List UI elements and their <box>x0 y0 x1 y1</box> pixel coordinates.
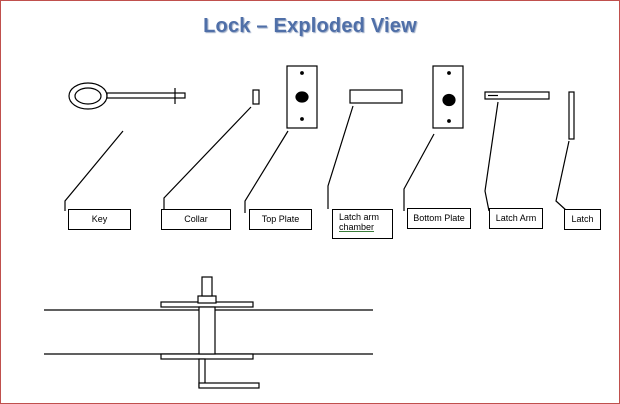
latch-arm-chamber-part <box>349 89 403 104</box>
assembled-key-shaft <box>201 276 213 297</box>
label-collar: Collar <box>161 209 231 230</box>
key-shaft <box>106 92 186 99</box>
leader-key <box>64 130 124 211</box>
key-bow-inner <box>74 87 102 105</box>
page-title: Lock – Exploded View <box>203 15 417 37</box>
label-top-plate: Top Plate <box>249 209 312 230</box>
key-part <box>68 82 186 110</box>
bottom-plate-screw-bottom <box>447 119 451 123</box>
assembled-latch-arm <box>198 382 260 389</box>
assembled-bottom-plate <box>160 353 254 360</box>
assembled-lock-view <box>44 276 373 389</box>
leader-bottom-plate <box>403 133 435 211</box>
label-key: Key <box>68 209 131 230</box>
label-bottom-plate: Bottom Plate <box>407 208 471 229</box>
bottom-plate-part <box>432 65 464 129</box>
label-latch-arm-chamber-line1: Latch arm <box>339 212 380 222</box>
leader-top-plate <box>244 130 289 213</box>
assembled-collar <box>197 295 217 304</box>
leader-latch <box>555 140 570 212</box>
collar-part <box>252 89 260 105</box>
label-latch-arm-chamber: Latch arm chamber <box>332 209 393 239</box>
top-plate-part <box>286 65 318 129</box>
leader-collar <box>163 106 252 213</box>
top-plate-body <box>286 65 318 129</box>
leader-lines <box>64 101 570 213</box>
bottom-plate-body <box>432 65 464 129</box>
latch-arm-body <box>484 91 550 100</box>
leader-latch-arm <box>484 101 499 212</box>
label-latch-arm-chamber-line2: chamber <box>339 222 375 232</box>
label-latch: Latch <box>564 209 601 230</box>
top-plate-screw-bottom <box>300 117 304 121</box>
leader-latch-arm-chamber <box>327 105 354 209</box>
bottom-plate-screw-top <box>447 71 451 75</box>
assembled-chamber <box>198 306 216 355</box>
top-plate-screw-top <box>300 71 304 75</box>
label-latch-arm: Latch Arm <box>489 208 543 229</box>
top-plate-hole <box>295 91 309 103</box>
latch-arm-part <box>484 91 550 100</box>
latch-part <box>568 91 575 140</box>
bottom-plate-hole <box>442 93 456 107</box>
